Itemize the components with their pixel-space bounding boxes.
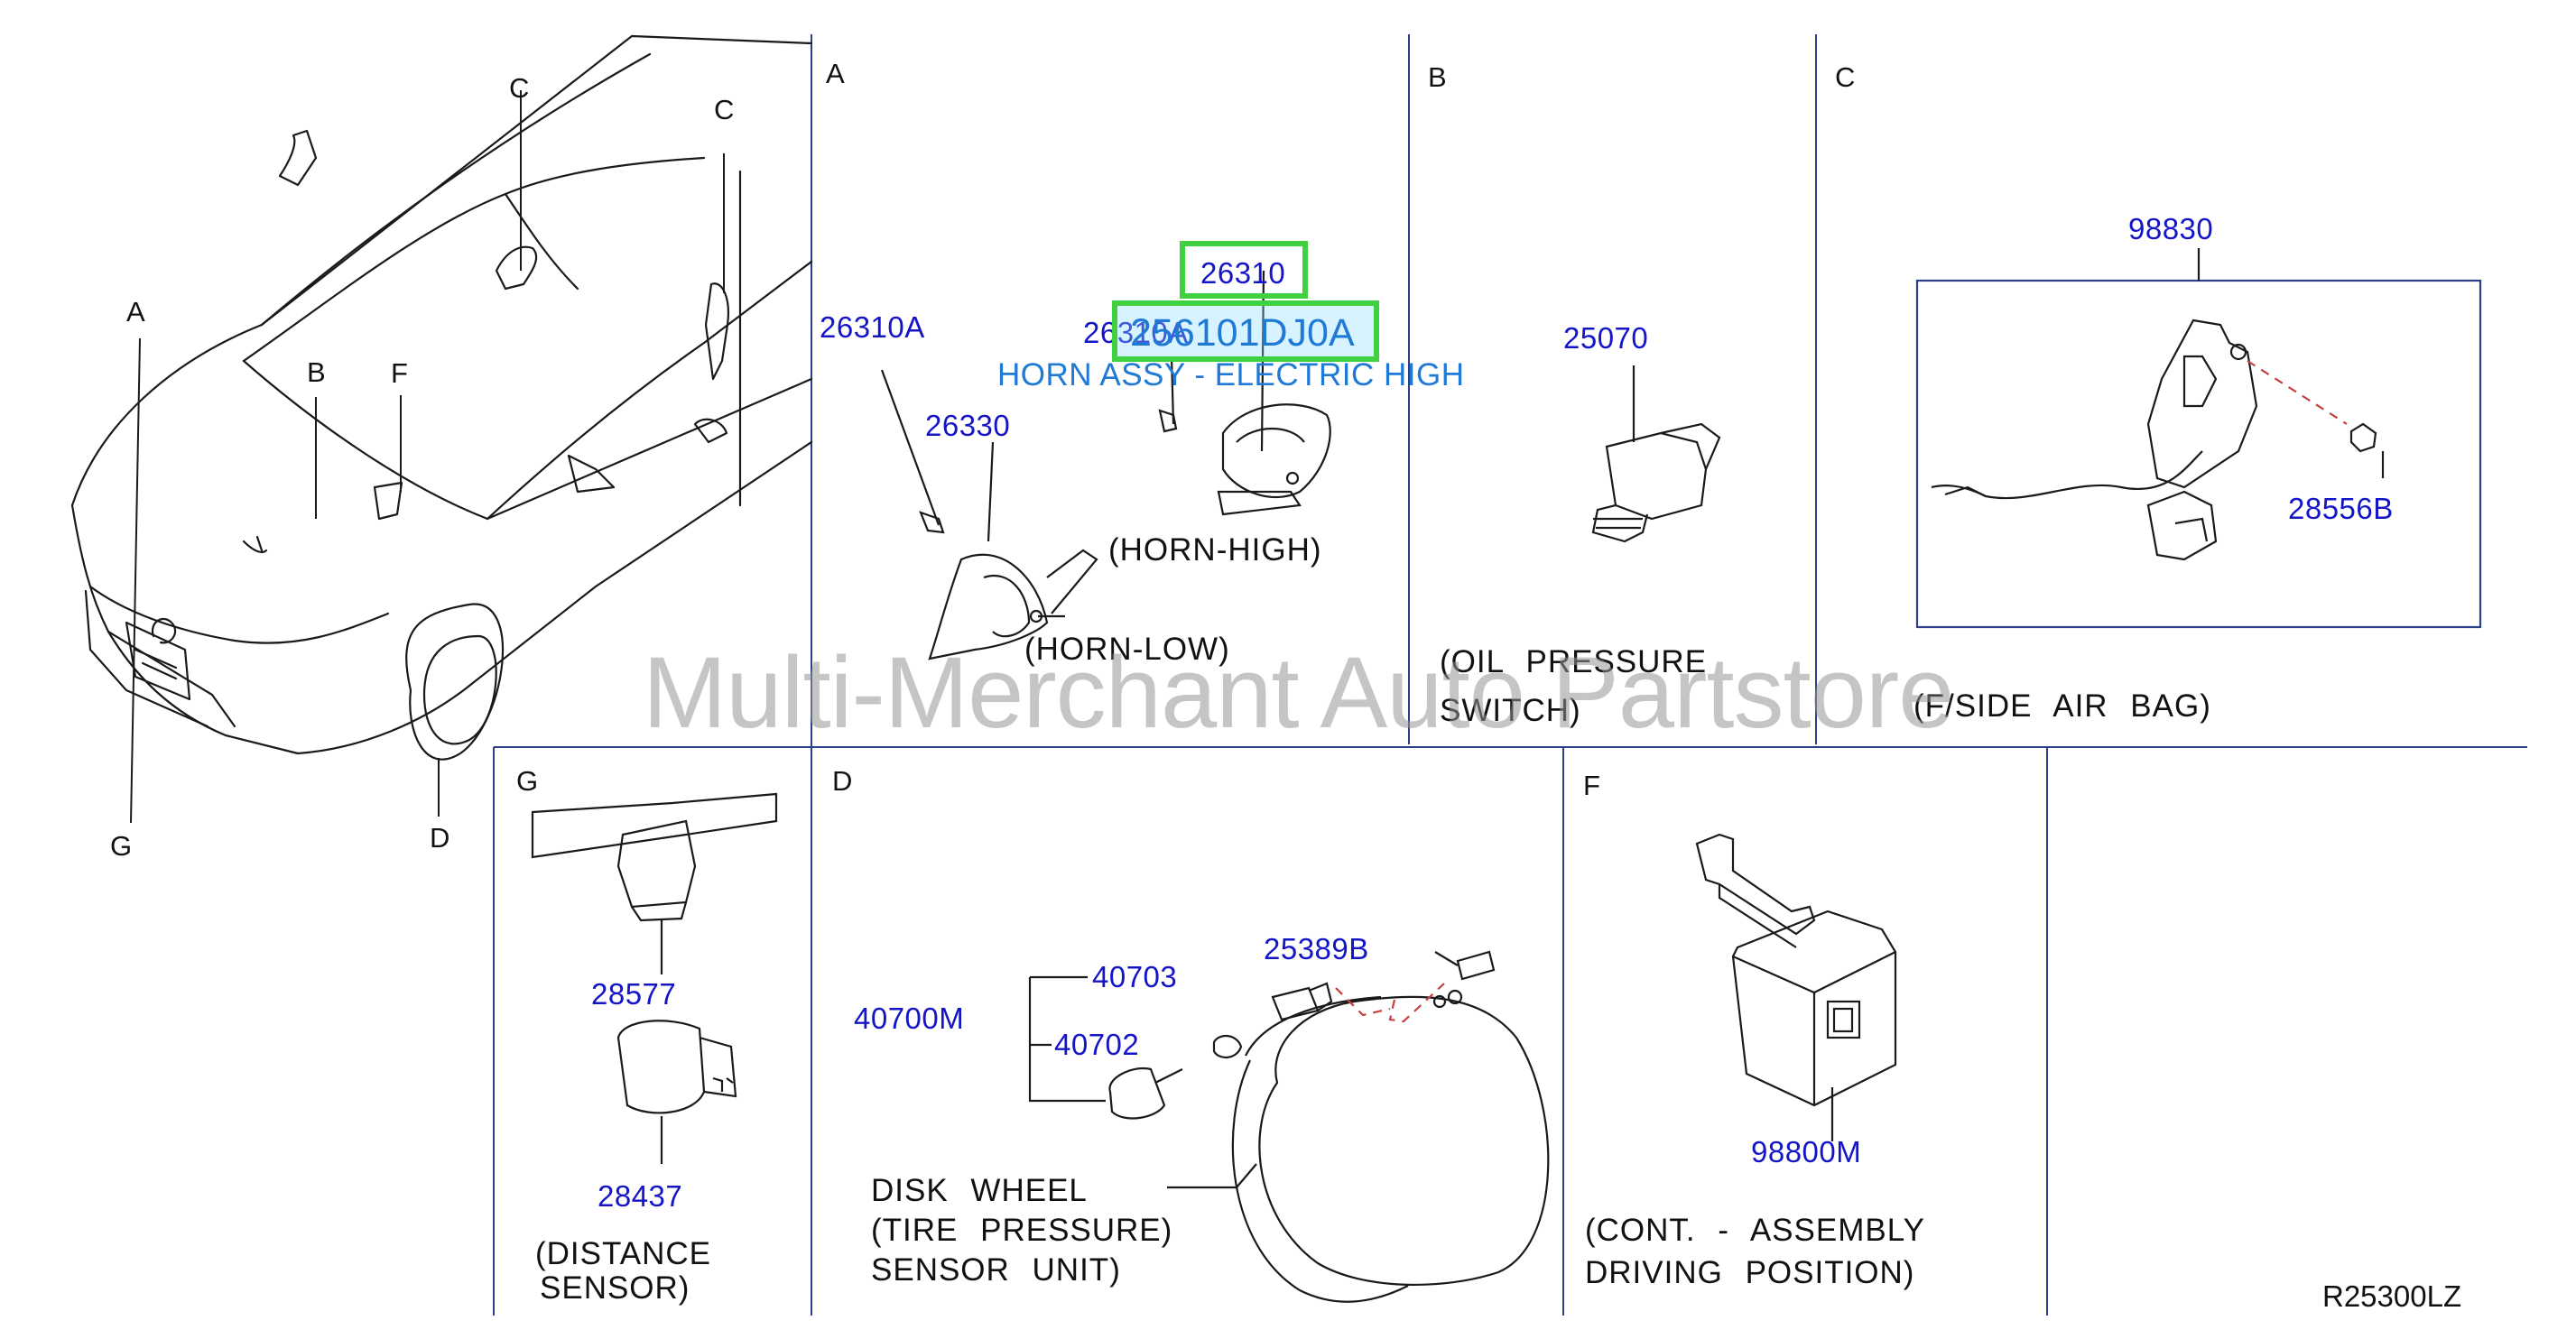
panel-dividers (493, 34, 2527, 1316)
section-label-c: C (1835, 61, 1856, 93)
caption-distance-sensor-line2: SENSOR) (540, 1270, 690, 1306)
section-label-g: G (516, 765, 539, 797)
section-label-f: F (1583, 770, 1600, 801)
car-illustration (70, 34, 813, 761)
section-label-d: D (832, 765, 853, 797)
diagram-reference-code: R25300LZ (2322, 1279, 2462, 1313)
part-number-40702[interactable]: 40702 (1054, 1028, 1140, 1061)
caption-disk-wheel-line3: SENSOR UNIT) (871, 1252, 1121, 1288)
side-airbag-drawing (1915, 248, 2482, 629)
car-callout-f: F (391, 357, 408, 389)
caption-horn-high: (HORN-HIGH) (1108, 532, 1322, 568)
caption-oil-pressure-line1: (OIL PRESSURE (1440, 644, 1708, 679)
car-callout-leaders (130, 90, 725, 824)
oil-pressure-switch-drawing (1591, 365, 1721, 543)
car-callout-c-roof: C (509, 72, 530, 104)
control-assembly-drawing (1695, 833, 1897, 1141)
store-watermark: Multi-Merchant Auto Partstore (643, 636, 1954, 749)
caption-distance-sensor-line1: (DISTANCE (535, 1236, 712, 1271)
part-number-25070[interactable]: 25070 (1563, 321, 1649, 355)
part-number-26310a-right[interactable]: 26310A (1083, 316, 1189, 349)
caption-disk-wheel-line2: (TIRE PRESSURE) (871, 1213, 1173, 1248)
horn-low-drawing (880, 369, 1098, 660)
part-number-40703[interactable]: 40703 (1092, 960, 1178, 993)
car-callout-g: G (110, 830, 133, 862)
part-number-26310a-left[interactable]: 26310A (820, 310, 925, 344)
part-number-26330[interactable]: 26330 (925, 409, 1011, 442)
popup-part-number: 256101DJ0A (1130, 311, 1355, 355)
part-number-98800m[interactable]: 98800M (1751, 1135, 1862, 1168)
part-number-26310[interactable]: 26310 (1200, 256, 1286, 290)
part-26310-highlight-box[interactable]: 26310 (1180, 241, 1308, 299)
caption-oil-pressure-line2: SWITCH) (1440, 693, 1581, 728)
part-number-98830[interactable]: 98830 (2128, 212, 2214, 245)
part-number-28556b[interactable]: 28556B (2288, 492, 2394, 525)
popup-part-description: HORN ASSY - ELECTRIC HIGH (997, 357, 1465, 392)
caption-disk-wheel-line1: DISK WHEEL (871, 1173, 1088, 1208)
part-number-28577[interactable]: 28577 (591, 977, 677, 1011)
section-label-b: B (1428, 61, 1447, 93)
part-number-28437[interactable]: 28437 (598, 1179, 683, 1213)
part-number-40700m[interactable]: 40700M (854, 1002, 965, 1035)
tire-pressure-sensor-drawing (1028, 950, 1550, 1303)
part-number-25389b[interactable]: 25389B (1264, 932, 1369, 965)
car-callout-b: B (307, 356, 326, 388)
distance-sensor-drawing (531, 792, 778, 1164)
caption-horn-low: (HORN-LOW) (1024, 632, 1230, 667)
car-callout-c-pillar: C (714, 94, 735, 125)
caption-control-assembly-line1: (CONT. - ASSEMBLY (1585, 1213, 1925, 1248)
car-callout-d: D (430, 822, 450, 854)
caption-side-airbag: (F/SIDE AIR BAG) (1913, 688, 2211, 724)
section-label-a: A (826, 58, 845, 89)
caption-control-assembly-line2: DRIVING POSITION) (1585, 1255, 1915, 1290)
part-number-popup[interactable]: 256101DJ0A (1112, 300, 1379, 362)
car-callout-a: A (126, 296, 145, 328)
